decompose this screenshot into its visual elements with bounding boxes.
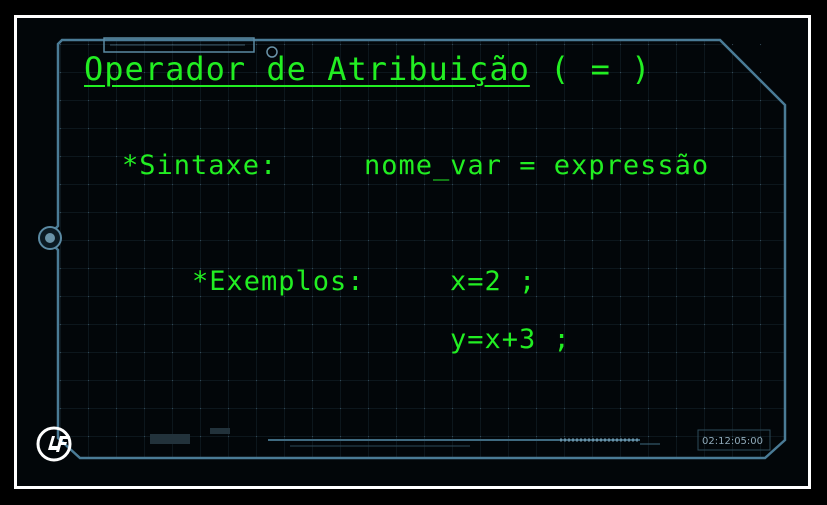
hud-clock: 02:12:05:00 xyxy=(702,436,764,447)
syntax-label: *Sintaxe: xyxy=(122,150,278,181)
brand-logo-icon xyxy=(36,426,72,462)
hud-top-node-icon xyxy=(266,46,278,58)
title-main: Operador de Atribuição xyxy=(84,50,530,88)
example-item: x=2 ; xyxy=(450,266,537,297)
examples-label: *Exemplos: xyxy=(192,266,365,297)
hud-top-bracket xyxy=(103,37,255,53)
hud-bottom-label xyxy=(150,434,190,444)
slide-title: Operador de Atribuição ( = ) xyxy=(84,50,651,88)
example-item: y=x+3 ; xyxy=(450,324,571,355)
hud-clock-box xyxy=(697,429,771,451)
title-symbol: ( = ) xyxy=(550,50,652,88)
syntax-value: nome_var = expressão xyxy=(364,150,710,181)
